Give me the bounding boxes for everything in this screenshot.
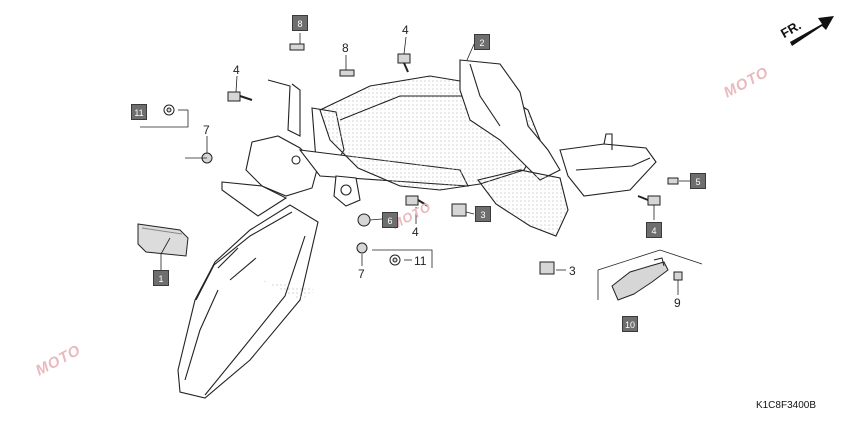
bolt-lower-center bbox=[405, 195, 429, 207]
nut-7-lower bbox=[356, 242, 368, 254]
cable-clamp bbox=[611, 257, 669, 301]
part-callout-4-box[interactable]: 4 bbox=[646, 222, 662, 238]
part-callout-4-top[interactable]: 4 bbox=[402, 23, 409, 37]
rear-tray bbox=[559, 133, 657, 197]
part-callout-11-box[interactable]: 11 bbox=[131, 104, 147, 120]
bolt-top-left bbox=[227, 91, 253, 102]
diagram-code: K1C8F3400B bbox=[755, 400, 816, 411]
nut-6 bbox=[357, 213, 371, 227]
washer-11-left bbox=[163, 104, 175, 116]
bolt-top-center bbox=[397, 53, 411, 73]
part-callout-2-box[interactable]: 2 bbox=[474, 34, 490, 50]
part-callout-7-lower[interactable]: 7 bbox=[358, 267, 365, 281]
clip-8-upper bbox=[289, 43, 305, 51]
screw-5 bbox=[667, 177, 679, 185]
fasteners bbox=[163, 43, 683, 281]
clip-8-lower bbox=[339, 69, 355, 77]
grommet-3-center bbox=[451, 203, 467, 217]
part-callout-7-upper[interactable]: 7 bbox=[203, 123, 210, 137]
part-callout-9[interactable]: 9 bbox=[674, 296, 681, 310]
part-callout-4-center[interactable]: 4 bbox=[412, 225, 419, 239]
bolt-right bbox=[637, 195, 661, 206]
rear-fender bbox=[177, 204, 319, 399]
part-callout-1-box[interactable]: 1 bbox=[153, 270, 169, 286]
inner-fender bbox=[319, 59, 569, 237]
screw-9 bbox=[673, 271, 683, 281]
part-callout-6-box[interactable]: 6 bbox=[382, 212, 398, 228]
grommet-3-lower bbox=[539, 261, 555, 275]
reflector bbox=[137, 223, 189, 257]
part-callout-8-plain[interactable]: 8 bbox=[342, 41, 349, 55]
part-callout-3-box[interactable]: 3 bbox=[475, 206, 491, 222]
part-callout-3-plain[interactable]: 3 bbox=[569, 264, 576, 278]
washer-11-right bbox=[389, 254, 401, 266]
part-callout-11-plain[interactable]: 11 bbox=[414, 254, 427, 268]
front-direction-arrow bbox=[790, 16, 834, 46]
part-callout-5-box[interactable]: 5 bbox=[690, 173, 706, 189]
part-callout-4-left[interactable]: 4 bbox=[233, 63, 240, 77]
leader-lines bbox=[140, 33, 703, 300]
part-callout-8-box[interactable]: 8 bbox=[292, 15, 308, 31]
part-callout-10-box[interactable]: 10 bbox=[622, 316, 638, 332]
